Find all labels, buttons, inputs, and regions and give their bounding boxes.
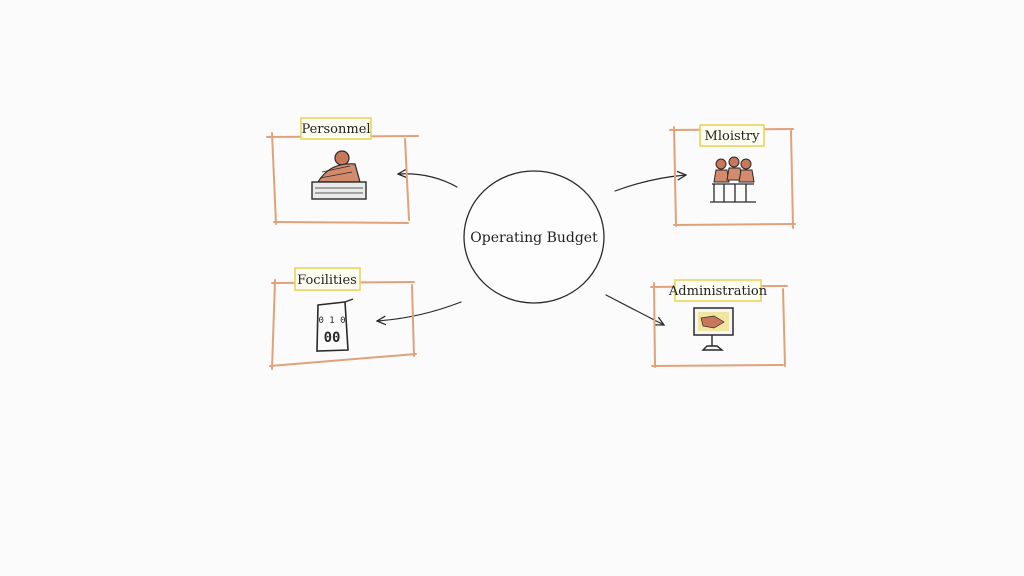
node-facilities[interactable]: Focilities 0 1 0 00 [269, 267, 417, 370]
edges [377, 174, 686, 325]
administration-label: Administration [668, 284, 768, 299]
node-personnel[interactable]: Personmel [266, 117, 419, 225]
ministry-label-tag [699, 124, 765, 147]
group-of-people-icon [710, 156, 756, 203]
arrow-to-administration [605, 294, 664, 325]
svg-text:0 1 0: 0 1 0 [318, 316, 345, 326]
arrow-to-facilities [377, 301, 462, 321]
personnel-label-tag [300, 117, 372, 140]
facilities-label-tag [294, 267, 361, 291]
center-label: Operating Budget [470, 230, 598, 246]
personnel-label: Personmel [301, 122, 370, 137]
computer-monitor-icon [693, 307, 734, 351]
svg-text:00: 00 [324, 330, 341, 346]
node-administration[interactable]: Administration [650, 279, 788, 368]
arrow-to-ministry [614, 175, 686, 192]
center-circle [463, 170, 605, 304]
administration-label-tag [674, 279, 762, 302]
ministry-label: Mloistry [705, 129, 761, 144]
arrow-to-personnel [398, 174, 458, 188]
node-ministry[interactable]: Mloistry [669, 124, 796, 229]
person-at-desk-icon [311, 150, 367, 200]
center-node[interactable]: Operating Budget [463, 170, 605, 304]
facilities-label: Focilities [297, 273, 357, 288]
building-icon: 0 1 0 00 [316, 298, 354, 352]
